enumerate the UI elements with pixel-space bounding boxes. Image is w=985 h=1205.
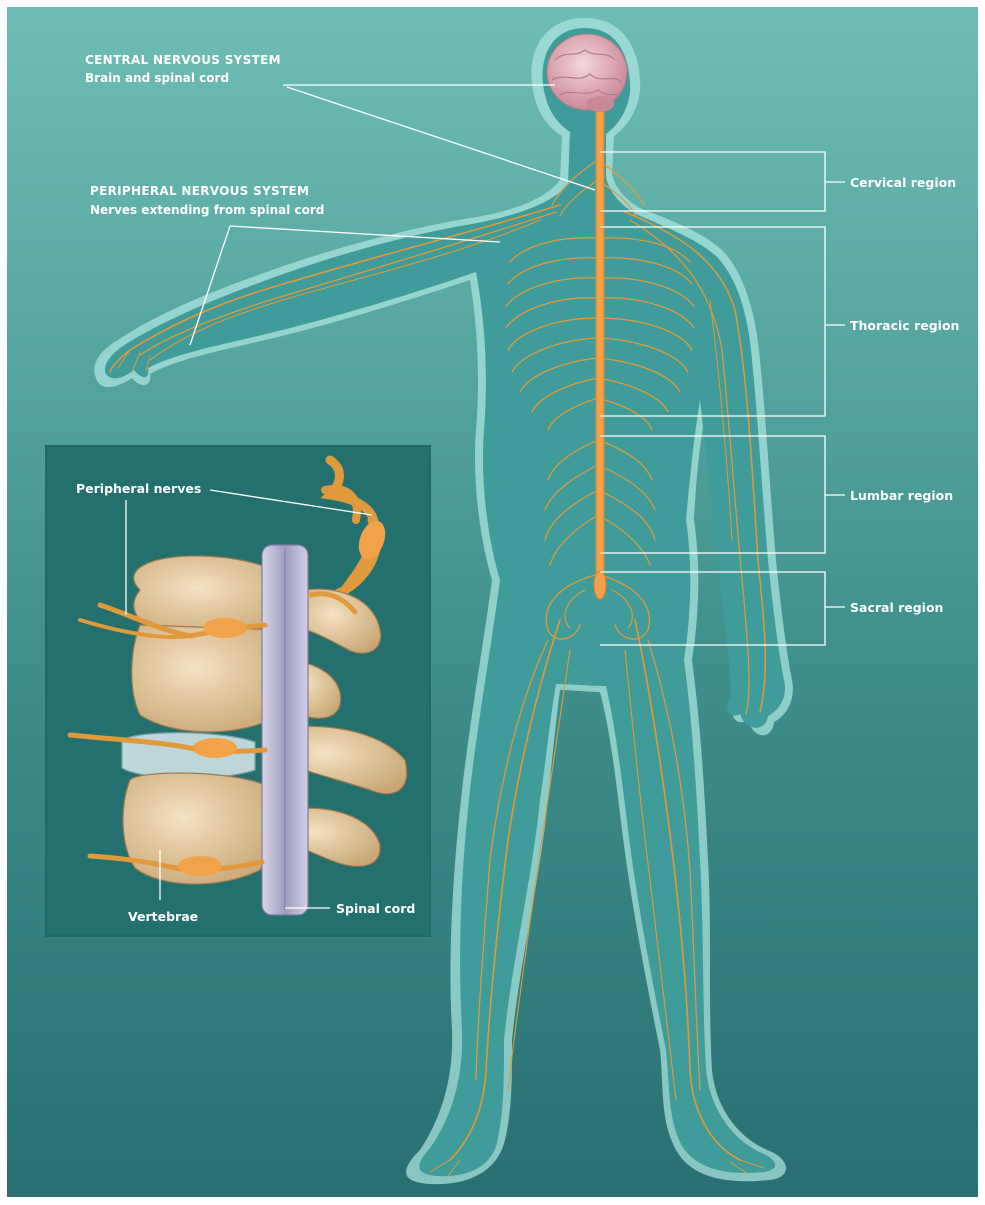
spine-inset: Peripheral nerves Vertebrae Spinal cord bbox=[46, 446, 430, 936]
cns-title: CENTRAL NERVOUS SYSTEM bbox=[85, 53, 281, 67]
spinal-cord-label: Spinal cord bbox=[336, 901, 415, 916]
pns-title: PERIPHERAL NERVOUS SYSTEM bbox=[90, 184, 309, 198]
cervical-region-label: Cervical region bbox=[850, 175, 956, 190]
cauda-equina-end bbox=[594, 571, 606, 599]
peripheral-nerves-label: Peripheral nerves bbox=[76, 481, 201, 496]
vertebrae-label: Vertebrae bbox=[128, 909, 198, 924]
cns-subtitle: Brain and spinal cord bbox=[85, 71, 229, 85]
thoracic-region-label: Thoracic region bbox=[850, 318, 959, 333]
spinal-cord bbox=[596, 110, 604, 595]
pns-subtitle: Nerves extending from spinal cord bbox=[90, 203, 324, 217]
lumbar-region-label: Lumbar region bbox=[850, 488, 953, 503]
sacral-region-label: Sacral region bbox=[850, 600, 943, 615]
